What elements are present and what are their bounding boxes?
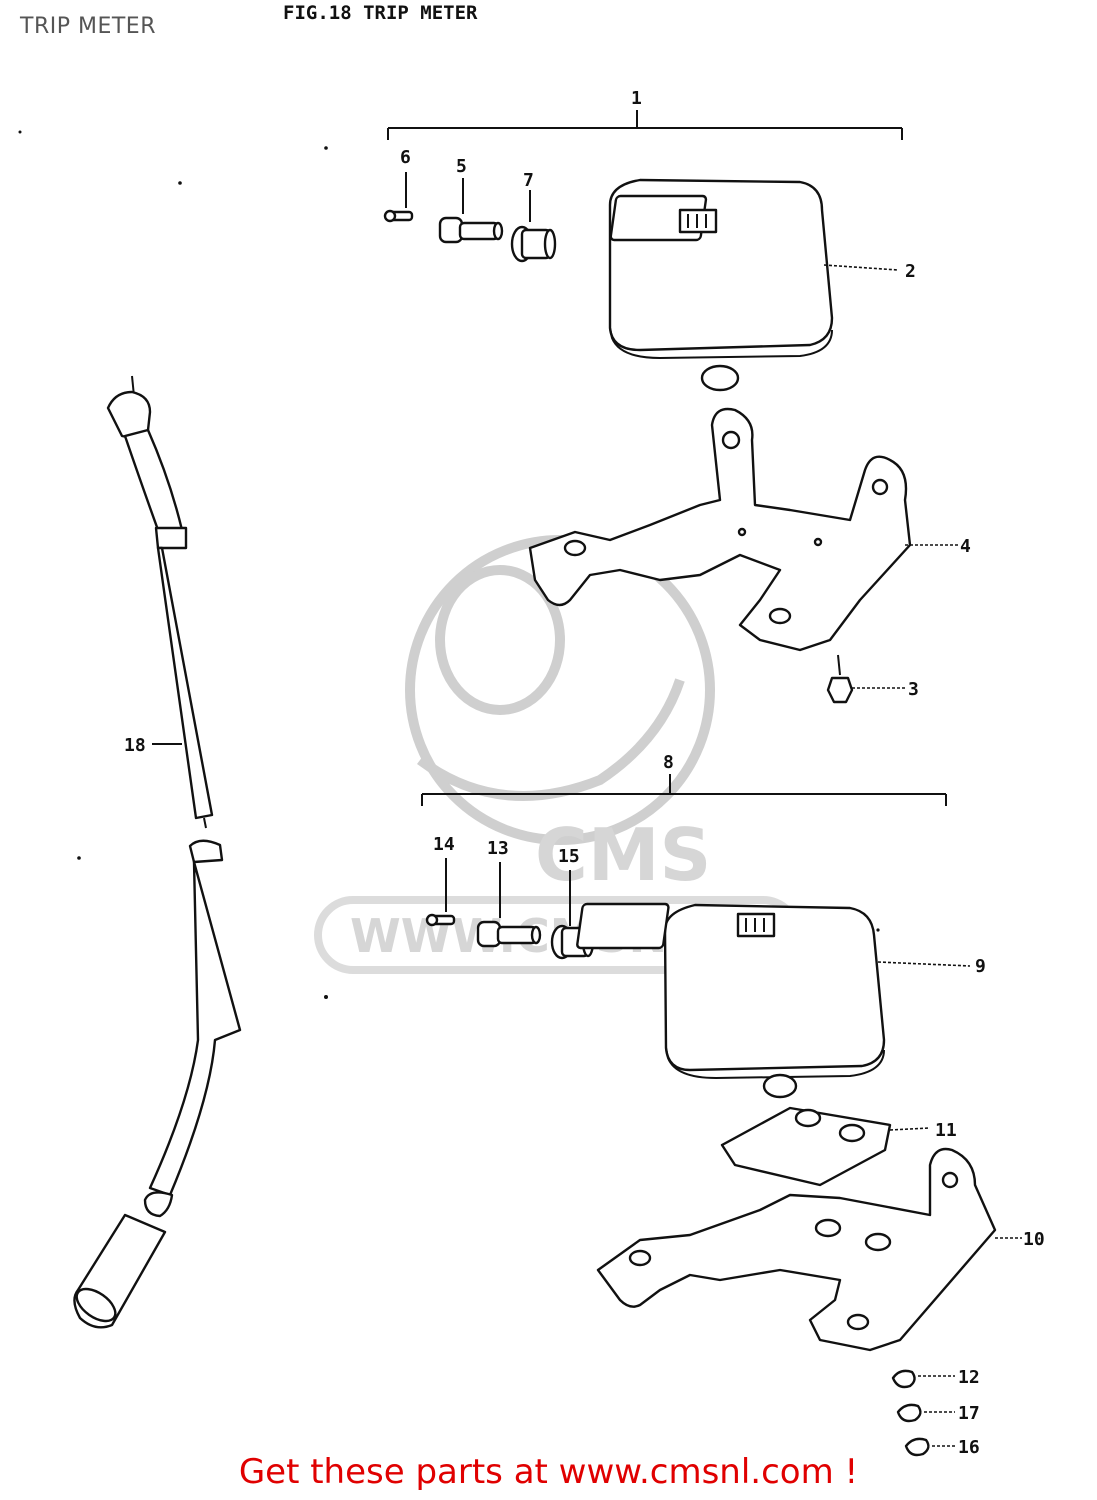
callout-16: 16 — [958, 1437, 980, 1458]
gear-5 — [438, 178, 504, 244]
figure-title: FIG.18 TRIP METER — [283, 2, 478, 24]
watermark-text-cms: CMS — [535, 813, 711, 897]
bracket-10 — [596, 1147, 1022, 1352]
callout-17: 17 — [958, 1403, 980, 1424]
washer-16 — [904, 1437, 955, 1457]
callout-12: 12 — [958, 1367, 980, 1388]
callout-11: 11 — [935, 1120, 957, 1141]
scan-specks — [18, 130, 880, 999]
trip-meter-2 — [608, 178, 899, 392]
bolt-3 — [826, 654, 905, 704]
page-title: TRIP METER — [20, 14, 156, 39]
assembly-bracket-8 — [421, 774, 947, 806]
cable-18 — [73, 375, 242, 1329]
callout-4: 4 — [960, 536, 971, 557]
callout-10: 10 — [1023, 1229, 1045, 1250]
callout-7: 7 — [523, 170, 534, 191]
plate-11 — [720, 1106, 931, 1187]
bracket-4 — [528, 407, 958, 652]
callout-15: 15 — [558, 846, 580, 867]
callout-14: 14 — [433, 834, 455, 855]
washer-17 — [896, 1403, 955, 1423]
callout-13: 13 — [487, 838, 509, 859]
callout-3: 3 — [908, 679, 919, 700]
callout-1: 1 — [631, 88, 642, 109]
footer-call-to-action[interactable]: Get these parts at www.cmsnl.com ! — [238, 1452, 859, 1492]
screw-6 — [383, 172, 414, 223]
callout-9: 9 — [975, 956, 986, 977]
washer-12 — [891, 1369, 955, 1389]
bushing-7 — [510, 190, 557, 263]
callout-2: 2 — [905, 261, 916, 282]
callout-8: 8 — [663, 752, 674, 773]
gear-13 — [476, 862, 542, 948]
screw-14 — [425, 858, 456, 927]
assembly-bracket-1 — [387, 110, 903, 140]
callout-18: 18 — [124, 735, 146, 756]
callout-5: 5 — [456, 156, 467, 177]
trip-meter-9 — [576, 902, 971, 1099]
callout-6: 6 — [400, 147, 411, 168]
